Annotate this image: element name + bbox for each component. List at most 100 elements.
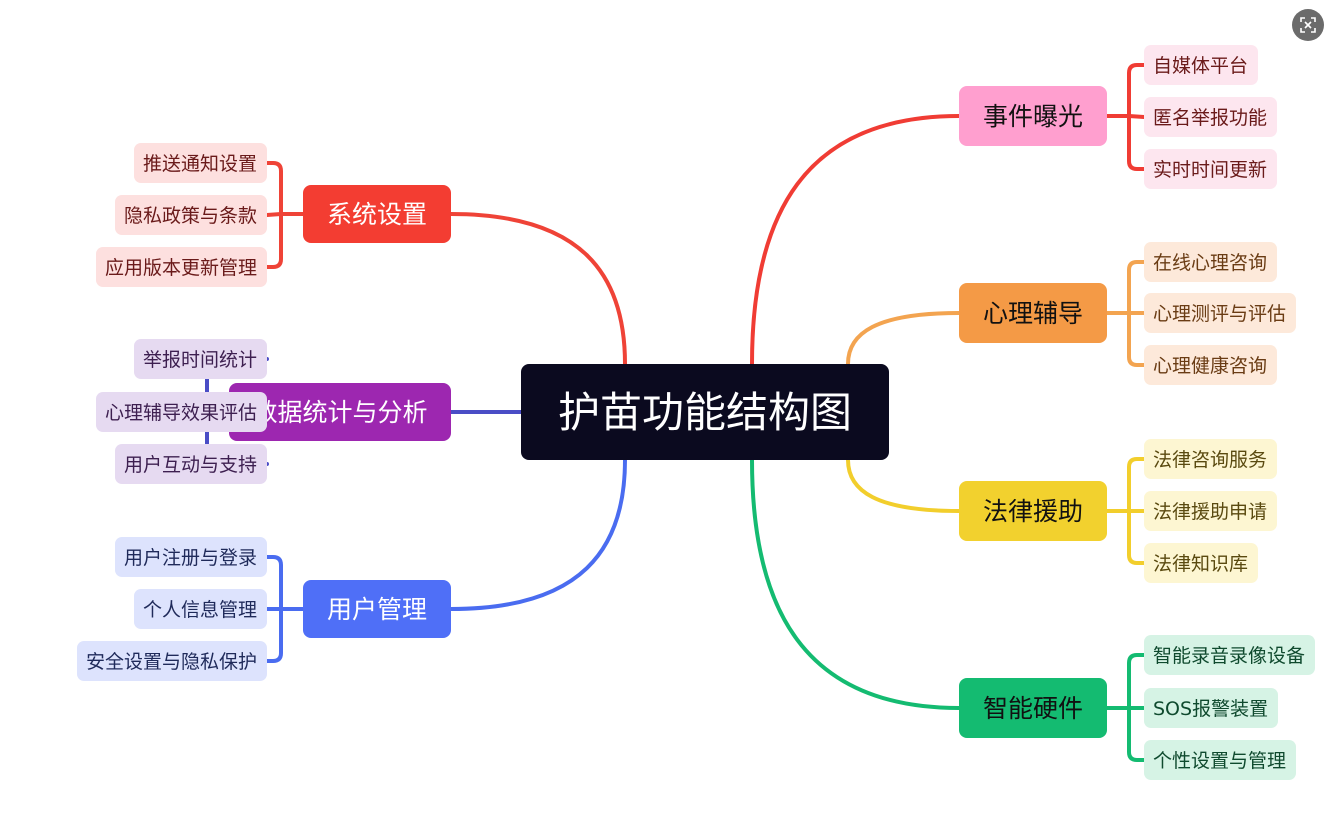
connectors <box>198 63 1146 762</box>
leaf-label-settings-1: 隐私政策与条款 <box>124 205 257 227</box>
main-node-bg-event <box>959 86 1107 146</box>
connector-psych <box>846 311 961 366</box>
main-node-bg-hardware <box>959 678 1107 738</box>
bracket-event-0 <box>1127 63 1146 118</box>
leaf-bg-stats-2 <box>115 444 267 484</box>
leaf-label-settings-2: 应用版本更新管理 <box>105 257 257 279</box>
bracket-legal-2 <box>1127 509 1146 565</box>
bracket-event-2 <box>1127 114 1146 171</box>
leaf-hardware-1[interactable]: SOS报警装置 <box>1144 688 1278 728</box>
screenshot-button[interactable] <box>1292 9 1324 41</box>
connector-event <box>750 114 961 366</box>
bracket-legal-0 <box>1127 457 1146 513</box>
main-node-label-stats: 数据统计与分析 <box>252 398 427 427</box>
screenshot-icon <box>1300 17 1316 33</box>
leaf-legal-2[interactable]: 法律知识库 <box>1144 543 1258 583</box>
leaf-label-psych-1: 心理测评与评估 <box>1153 303 1286 325</box>
leaf-label-event-1: 匿名举报功能 <box>1153 107 1267 129</box>
leaf-settings-2[interactable]: 应用版本更新管理 <box>96 247 267 287</box>
leaf-bg-settings-1 <box>115 195 267 235</box>
leaf-bg-stats-1 <box>96 392 267 432</box>
root-node[interactable]: 护苗功能结构图 <box>521 364 889 460</box>
bracket-hardware-0 <box>1127 653 1146 710</box>
bracket-psych-2 <box>1127 311 1146 367</box>
leaf-event-0[interactable]: 自媒体平台 <box>1144 45 1258 85</box>
leaf-bg-psych-2 <box>1144 345 1277 385</box>
leaf-users-2[interactable]: 安全设置与隐私保护 <box>77 641 267 681</box>
main-node-bg-users <box>303 580 451 638</box>
leaf-label-legal-1: 法律援助申请 <box>1153 501 1267 523</box>
leaf-label-legal-2: 法律知识库 <box>1153 553 1248 575</box>
main-node-settings[interactable]: 系统设置 <box>303 185 451 243</box>
leaf-label-stats-1: 心理辅导效果评估 <box>105 402 257 424</box>
leaf-bg-settings-2 <box>96 247 267 287</box>
leaf-label-users-0: 用户注册与登录 <box>124 547 257 569</box>
bracket-users-2 <box>265 607 283 663</box>
leaf-label-stats-0: 举报时间统计 <box>143 349 257 371</box>
leaf-label-event-0: 自媒体平台 <box>1153 55 1248 77</box>
leaf-label-hardware-1: SOS报警装置 <box>1153 698 1268 720</box>
main-node-stats[interactable]: 数据统计与分析 <box>229 383 451 441</box>
leaf-hardware-2[interactable]: 个性设置与管理 <box>1144 740 1296 780</box>
leaf-bg-users-0 <box>115 537 267 577</box>
leaf-psych-2[interactable]: 心理健康咨询 <box>1144 345 1277 385</box>
main-node-label-settings: 系统设置 <box>327 200 427 229</box>
leaf-label-event-2: 实时时间更新 <box>1153 159 1267 181</box>
connector-hardware <box>750 458 961 710</box>
main-node-event[interactable]: 事件曝光 <box>959 86 1107 146</box>
leaf-bg-psych-0 <box>1144 242 1277 282</box>
leaf-legal-0[interactable]: 法律咨询服务 <box>1144 439 1277 479</box>
leaf-hardware-0[interactable]: 智能录音录像设备 <box>1144 635 1315 675</box>
main-node-label-hardware: 智能硬件 <box>983 694 1083 723</box>
leaf-event-2[interactable]: 实时时间更新 <box>1144 149 1277 189</box>
leaf-psych-1[interactable]: 心理测评与评估 <box>1144 293 1296 333</box>
leaf-bg-settings-0 <box>134 143 267 183</box>
bracket-psych-0 <box>1127 260 1146 315</box>
bracket-hardware-2 <box>1127 706 1146 762</box>
main-node-hardware[interactable]: 智能硬件 <box>959 678 1107 738</box>
root-node-bg <box>521 364 889 460</box>
main-node-legal[interactable]: 法律援助 <box>959 481 1107 541</box>
leaf-stats-0[interactable]: 举报时间统计 <box>134 339 267 379</box>
leaf-users-1[interactable]: 个人信息管理 <box>134 589 267 629</box>
connector-legal <box>846 458 961 513</box>
leaf-bg-hardware-1 <box>1144 688 1278 728</box>
leaf-event-1[interactable]: 匿名举报功能 <box>1144 97 1277 137</box>
leaf-bg-event-0 <box>1144 45 1258 85</box>
main-node-psych[interactable]: 心理辅导 <box>959 283 1107 343</box>
leaf-bg-stats-0 <box>134 339 267 379</box>
connector-users <box>449 458 627 611</box>
bracket-settings-0 <box>265 161 283 216</box>
bracket-settings-1 <box>265 212 283 217</box>
main-node-bg-legal <box>959 481 1107 541</box>
leaf-bg-legal-2 <box>1144 543 1258 583</box>
main-node-bg-settings <box>303 185 451 243</box>
leaf-legal-1[interactable]: 法律援助申请 <box>1144 491 1277 531</box>
leaf-bg-users-2 <box>77 641 267 681</box>
connector-settings <box>449 212 627 366</box>
main-node-users[interactable]: 用户管理 <box>303 580 451 638</box>
leaf-label-legal-0: 法律咨询服务 <box>1153 449 1267 471</box>
leaf-settings-0[interactable]: 推送通知设置 <box>134 143 267 183</box>
leaf-bg-hardware-0 <box>1144 635 1315 675</box>
main-node-label-users: 用户管理 <box>327 595 427 624</box>
leaf-label-hardware-0: 智能录音录像设备 <box>1153 645 1305 667</box>
leaf-bg-users-1 <box>134 589 267 629</box>
leaf-stats-2[interactable]: 用户互动与支持 <box>115 444 267 484</box>
leaf-users-0[interactable]: 用户注册与登录 <box>115 537 267 577</box>
main-node-label-event: 事件曝光 <box>983 102 1083 131</box>
leaf-bg-legal-0 <box>1144 439 1277 479</box>
leaf-bg-event-1 <box>1144 97 1277 137</box>
leaf-psych-0[interactable]: 在线心理咨询 <box>1144 242 1277 282</box>
leaf-label-users-1: 个人信息管理 <box>143 599 257 621</box>
leaf-stats-1[interactable]: 心理辅导效果评估 <box>96 392 267 432</box>
leaf-label-hardware-2: 个性设置与管理 <box>1153 750 1286 772</box>
bracket-event-1 <box>1127 114 1146 119</box>
leaf-settings-1[interactable]: 隐私政策与条款 <box>115 195 267 235</box>
root-node-label: 护苗功能结构图 <box>558 388 852 437</box>
leaf-bg-event-2 <box>1144 149 1277 189</box>
leaf-label-stats-2: 用户互动与支持 <box>124 454 257 476</box>
leaf-label-settings-0: 推送通知设置 <box>143 153 257 175</box>
leaf-bg-legal-1 <box>1144 491 1277 531</box>
